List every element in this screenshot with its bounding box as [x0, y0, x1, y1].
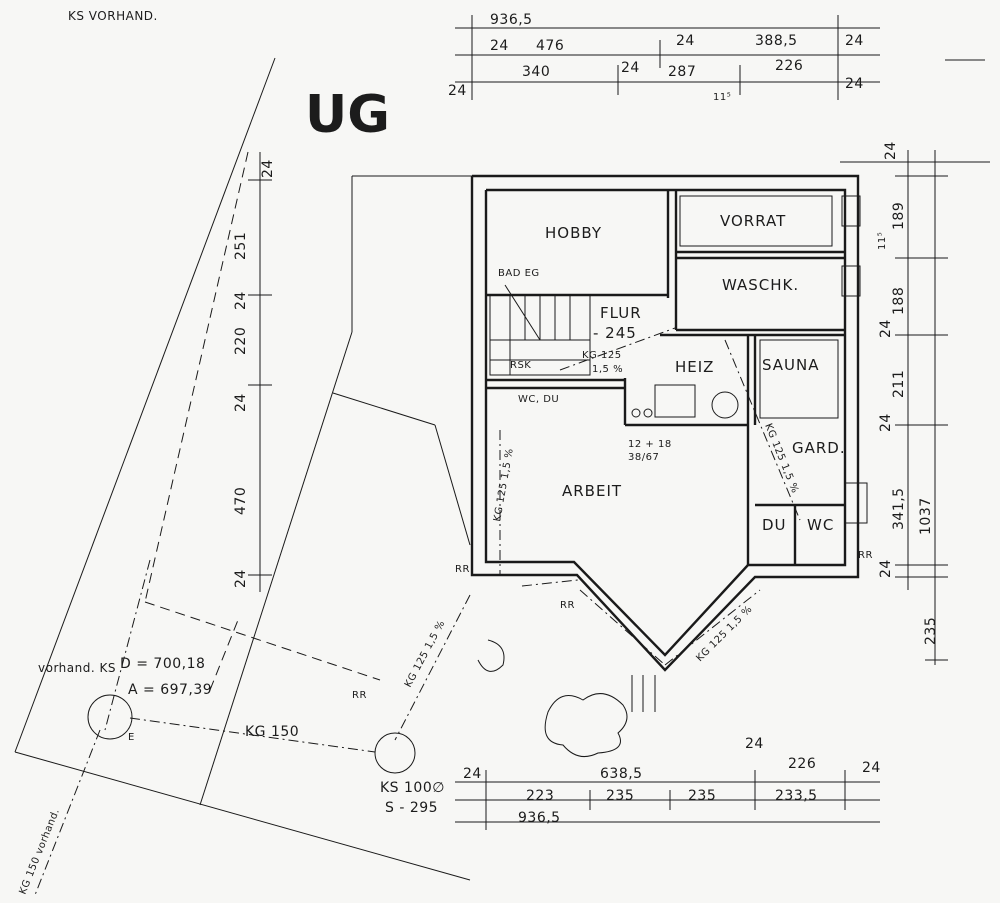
dim-top-r3-e: 11⁵ — [713, 92, 731, 103]
pipe-kg125-left: KG 125 1,5 % — [492, 447, 516, 522]
room-rsk: RSK — [510, 360, 531, 371]
dim-right-11: 235 — [923, 617, 939, 645]
drain-pipes — [34, 327, 801, 896]
room-heiz-note-2: 38/67 — [628, 452, 659, 463]
right-dimension-lines — [895, 150, 948, 665]
top-dimension-lines — [455, 15, 880, 100]
garden-sketch — [477, 639, 656, 758]
dim-top-r2-d: 388,5 — [755, 33, 798, 49]
room-hobby: HOBBY — [545, 224, 602, 242]
dim-bot-r1-c: 24 — [745, 736, 764, 752]
existing-manhole — [87, 694, 133, 740]
room-flur-level: - 245 — [593, 324, 637, 342]
dim-right-1: 24 — [883, 141, 899, 160]
room-heiz: HEIZ — [675, 358, 714, 376]
dim-top-r3-f: 226 — [775, 58, 803, 74]
staircase — [489, 284, 591, 376]
dim-right-2: 11⁵ — [877, 232, 888, 250]
dim-left-3: 24 — [233, 291, 249, 310]
dim-left-7: 24 — [233, 569, 249, 588]
dim-bot-r1-a: 24 — [463, 766, 482, 782]
dim-top-r3-d: 287 — [668, 64, 696, 80]
marker-rr-3: RR — [352, 690, 367, 701]
dim-top-r2-c: 24 — [676, 33, 695, 49]
manhole-existing-d: D = 700,18 — [120, 656, 205, 672]
dim-bot-r1-d: 226 — [788, 756, 816, 772]
dim-right-9: 1037 — [918, 497, 934, 535]
dim-bot-total: 936,5 — [518, 810, 561, 826]
room-gard: GARD. — [792, 439, 846, 457]
dim-right-3: 189 — [891, 202, 907, 230]
manhole-existing-e: E — [128, 732, 135, 743]
pipe-kg125-heiz: KG 125 1,5 % — [762, 422, 800, 495]
dim-top-r2-a: 24 — [490, 38, 509, 54]
dim-right-10: 24 — [878, 559, 894, 578]
dashed-boundary — [144, 151, 381, 691]
dim-top-r3-c: 24 — [621, 60, 640, 76]
dim-top-r2-e: 24 — [845, 33, 864, 49]
property-lines — [14, 57, 990, 881]
house-walls — [470, 174, 860, 672]
dim-right-8: 341,5 — [891, 487, 907, 530]
dim-top-r3-b: 340 — [522, 64, 550, 80]
dim-left-4: 220 — [233, 327, 249, 355]
pipe-kg125-flur: KG 125 — [582, 350, 622, 361]
dim-bot-r2-a: 223 — [526, 788, 554, 804]
dim-right-4: 24 — [878, 319, 894, 338]
room-heiz-note-1: 12 + 18 — [628, 439, 672, 450]
room-wc: WC — [807, 516, 834, 534]
pipe-slope-flur: 1,5 % — [592, 364, 623, 375]
room-arbeit: ARBEIT — [562, 482, 622, 500]
left-dimension-line — [248, 152, 272, 592]
dim-bot-r1-b: 638,5 — [600, 766, 643, 782]
dim-left-5: 24 — [233, 393, 249, 412]
manhole-existing-label: vorhand. KS — [38, 661, 116, 675]
bottom-dimension-lines — [455, 770, 880, 830]
room-wc-du: WC, DU — [518, 394, 559, 405]
room-flur: FLUR — [600, 304, 642, 322]
dim-top-total: 936,5 — [490, 12, 533, 28]
new-manhole — [374, 732, 416, 774]
marker-rr-4: RR — [858, 550, 873, 561]
dim-right-7: 24 — [878, 413, 894, 432]
room-vorrat: VORRAT — [720, 212, 786, 230]
dim-top-r3-g: 24 — [845, 76, 864, 92]
exterior-boxes — [631, 195, 868, 524]
pipe-kg125-outside: KG 125 1,5 % — [403, 619, 448, 690]
room-sauna: SAUNA — [762, 356, 820, 374]
dim-top-r2-b: 476 — [536, 38, 564, 54]
dim-right-6: 211 — [891, 370, 907, 398]
dim-left-2: 251 — [233, 232, 249, 260]
room-du: DU — [762, 516, 787, 534]
dim-top-r3-a: 24 — [448, 83, 467, 99]
manhole-existing-a: A = 697,39 — [128, 682, 212, 698]
dim-bot-r2-b: 235 — [606, 788, 634, 804]
level-title: UG — [305, 85, 390, 145]
marker-rr-1: RR — [455, 564, 470, 575]
dim-right-5: 188 — [891, 287, 907, 315]
dim-bot-r2-c: 235 — [688, 788, 716, 804]
room-waschk: WASCHK. — [722, 276, 799, 294]
dim-left-6: 470 — [233, 487, 249, 515]
header-note: KS VORHAND. — [68, 9, 158, 23]
marker-rr-2: RR — [560, 600, 575, 611]
pipe-kg150: KG 150 — [245, 724, 299, 740]
manhole-new-label: KS 100∅ — [380, 780, 445, 796]
dim-left-1: 24 — [260, 159, 276, 178]
room-badeg: BAD EG — [498, 268, 540, 279]
dim-bot-r2-d: 233,5 — [775, 788, 818, 804]
dim-bot-r1-e: 24 — [862, 760, 881, 776]
manhole-new-level: S - 295 — [385, 800, 438, 816]
